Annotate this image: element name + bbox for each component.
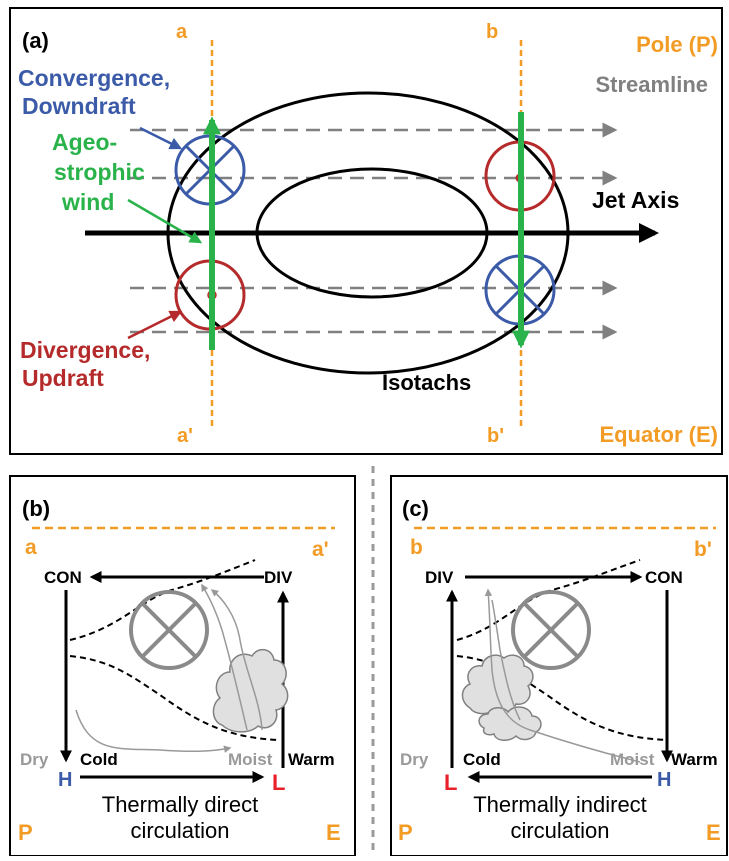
panel-b-cold-label: Cold <box>80 750 118 769</box>
panel-c-pole-label: P <box>398 820 413 845</box>
panel-c-low-label: L <box>444 770 457 795</box>
panel-c-right-letter: b' <box>694 538 712 561</box>
panel-b-right-letter: a' <box>312 538 329 561</box>
convergence-label-line1: Convergence, <box>18 65 170 91</box>
panel-b-pole-label: P <box>18 820 33 845</box>
panel-c-cloud-main <box>461 654 534 715</box>
ageostrophic-label-line2: strophic <box>54 159 145 185</box>
panel-b-trajectory-2 <box>201 583 248 731</box>
panel-b-jet-symbol <box>129 590 209 670</box>
panel-c-trajectory-2 <box>491 599 521 721</box>
point-a-prime-label: a' <box>177 425 193 447</box>
panel-b-isotach-upper <box>69 559 256 641</box>
panel-c-cloud-small <box>478 706 542 741</box>
panel-b-isotach-lower <box>69 655 281 741</box>
panel-a: (a) a a' b b' Pole (P) Equator (E) Strea… <box>9 7 723 455</box>
panel-c: (c) b b' DIV CON Dry Cold Moist Warm L H… <box>390 475 728 857</box>
panel-b-equator-label: E <box>326 820 341 845</box>
panel-b-trajectory-3 <box>75 709 232 753</box>
panel-c-high-label: H <box>657 769 671 791</box>
panel-b-label: (b) <box>22 496 50 521</box>
panel-a-label: (a) <box>22 28 49 53</box>
panel-c-cold-label: Cold <box>463 750 501 769</box>
ageostrophic-label-line1: Ageo- <box>52 129 117 155</box>
divergence-pointer <box>127 310 183 340</box>
panel-c-con-label: CON <box>645 568 683 587</box>
panel-c-caption-line2: circulation <box>510 818 609 843</box>
panel-b-moist-label: Moist <box>228 750 273 769</box>
panel-c-trajectory-1 <box>484 588 641 763</box>
streamline-label: Streamline <box>596 72 709 97</box>
ageostrophic-label-line3: wind <box>61 189 114 215</box>
panel-b-caption-line2: circulation <box>130 818 229 843</box>
panel-b-low-label: L <box>272 770 285 795</box>
point-b-prime-label: b' <box>487 425 504 447</box>
panel-c-div-label: DIV <box>425 568 454 587</box>
convergence-label-line2: Downdraft <box>22 93 136 119</box>
point-b-label: b <box>486 21 498 43</box>
panel-b-cloud <box>212 648 289 733</box>
panel-a-frame <box>9 7 723 455</box>
jet-axis-label: Jet Axis <box>592 187 679 213</box>
equator-label: Equator (E) <box>599 422 718 447</box>
panel-c-equator-label: E <box>706 820 721 845</box>
pole-label: Pole (P) <box>636 32 718 57</box>
panel-b-con-label: CON <box>44 568 82 587</box>
divergence-label-line2: Updraft <box>22 365 104 391</box>
panel-b: (b) a a' CON DIV Dry Cold Moist Warm H L… <box>9 475 356 857</box>
panel-c-jet-symbol <box>511 590 591 670</box>
panel-c-moist-label: Moist <box>610 750 655 769</box>
panel-c-dry-label: Dry <box>400 750 429 769</box>
panel-b-caption-line1: Thermally direct <box>102 792 258 817</box>
panel-b-high-label: H <box>58 769 72 791</box>
panel-c-warm-label: Warm <box>671 750 718 769</box>
panel-c-left-letter: b <box>410 536 423 559</box>
panel-b-dry-label: Dry <box>20 750 49 769</box>
point-a-label: a <box>176 21 188 43</box>
panel-b-warm-label: Warm <box>288 750 335 769</box>
panel-b-left-letter: a <box>25 536 37 559</box>
panel-c-caption-line1: Thermally indirect <box>473 792 647 817</box>
panel-b-div-label: DIV <box>264 568 293 587</box>
divergence-label-line1: Divergence, <box>20 337 150 363</box>
ageostrophic-pointer <box>127 198 203 244</box>
panel-c-label: (c) <box>402 496 429 521</box>
panel-b-trajectory-1 <box>210 589 263 731</box>
isotachs-label: Isotachs <box>382 370 471 395</box>
convergence-pointer <box>139 126 183 150</box>
